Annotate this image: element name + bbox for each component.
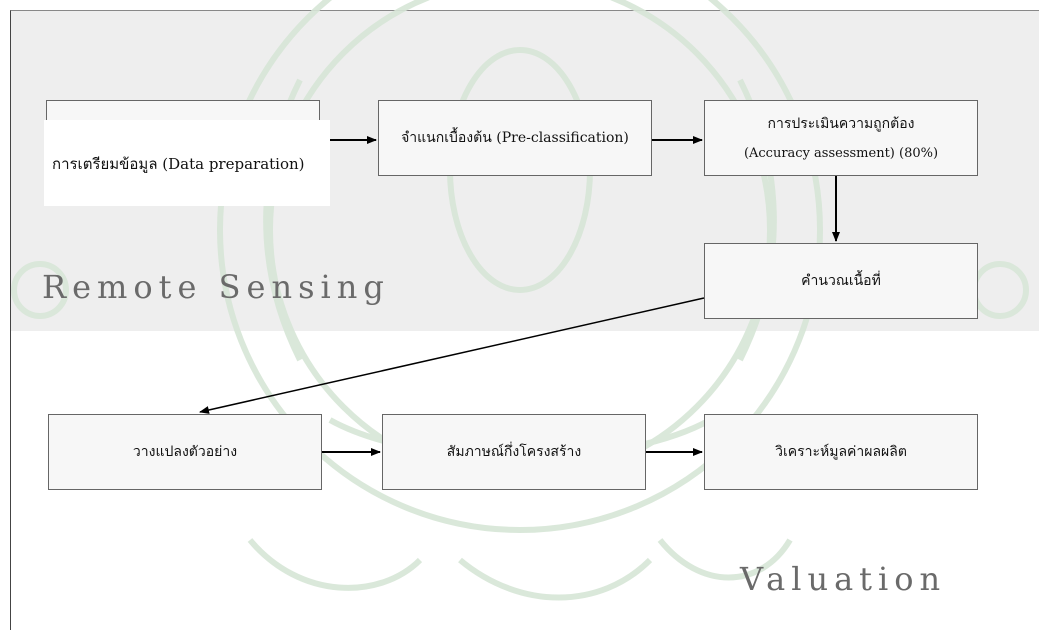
- accuracy-assessment-box: การประเมินความถูกต้อง (Accuracy assessme…: [704, 100, 978, 176]
- pre-classification-label: จำแนกเบื้องต้น (Pre-classification): [401, 129, 629, 146]
- left-border-line: [10, 330, 11, 630]
- data-preparation-label-bg: [44, 120, 330, 206]
- valuation-section-label: Valuation: [740, 560, 947, 598]
- semi-structured-interview-box: สัมภาษณ์กึ่งโครงสร้าง: [382, 414, 646, 490]
- accuracy-assessment-sublabel: (Accuracy assessment) (80%): [743, 145, 939, 161]
- yield-value-analysis-box: วิเคราะห์มูลค่าผลผลิต: [704, 414, 978, 490]
- data-preparation-label: การเตรียมข้อมูล (Data preparation): [52, 155, 305, 173]
- pre-classification-box: จำแนกเบื้องต้น (Pre-classification): [378, 100, 652, 176]
- arrow-area-to-plot: [199, 297, 705, 414]
- remote-sensing-section-label: Remote Sensing: [42, 268, 390, 306]
- sample-plot-label: วางแปลงตัวอย่าง: [132, 443, 238, 460]
- accuracy-assessment-label: การประเมินความถูกต้อง: [767, 116, 915, 133]
- area-calculation-box: คำนวณเนื้อที่: [704, 243, 978, 319]
- sample-plot-box: วางแปลงตัวอย่าง: [48, 414, 322, 490]
- yield-value-analysis-label: วิเคราะห์มูลค่าผลผลิต: [775, 443, 907, 460]
- semi-structured-interview-label: สัมภาษณ์กึ่งโครงสร้าง: [446, 443, 582, 460]
- area-calculation-label: คำนวณเนื้อที่: [801, 272, 881, 289]
